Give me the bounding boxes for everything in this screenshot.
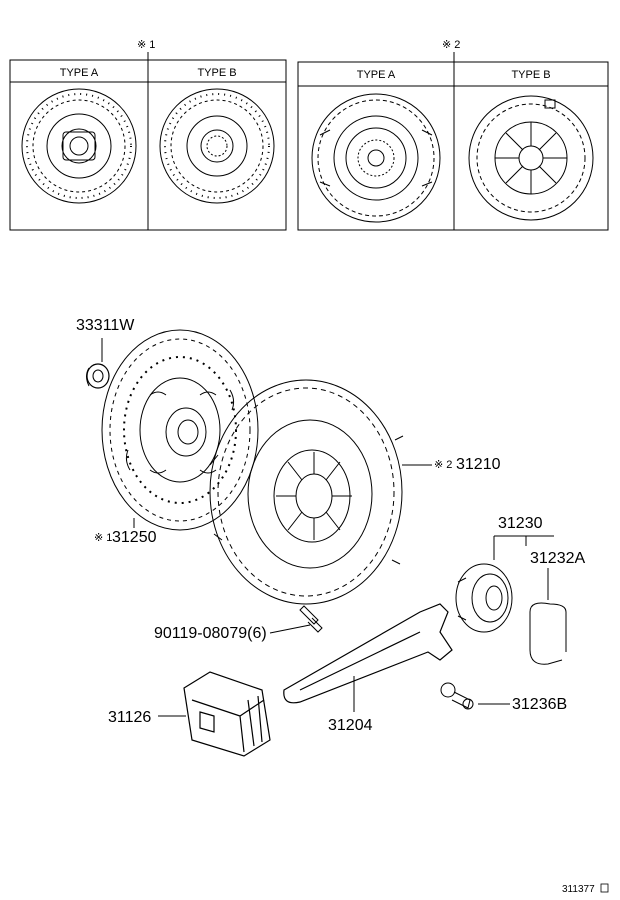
release-fork-drawing bbox=[283, 603, 453, 704]
clip-drawing bbox=[529, 602, 567, 665]
disc-type-a-drawing bbox=[21, 88, 137, 204]
part-31210-label: 31210 bbox=[456, 456, 501, 473]
part-31250-label: 31250 bbox=[112, 529, 157, 546]
part-90119-08079-label: 90119-08079(6) bbox=[154, 625, 267, 642]
part-31126-label: 31126 bbox=[108, 709, 151, 726]
part-31210-note: ※ 2 bbox=[434, 459, 452, 471]
bolt-drawing bbox=[299, 605, 323, 633]
panel-2-type-a-label: TYPE A bbox=[357, 69, 396, 81]
clutch-disc-drawing bbox=[101, 329, 259, 531]
panel-2-frame bbox=[297, 61, 609, 231]
figure-id-box bbox=[600, 883, 609, 893]
panel-2-type-b-label: TYPE B bbox=[511, 69, 550, 81]
cover-type-b-drawing bbox=[468, 95, 594, 221]
figure-id: 311377 bbox=[562, 884, 595, 895]
part-31232a-label: 31232A bbox=[530, 550, 585, 567]
pilot-bearing: 33311W bbox=[76, 317, 135, 389]
panel-2: ※ 2 TYPE A TYPE B bbox=[297, 39, 609, 231]
part-31250-note: ※ 1 bbox=[94, 532, 112, 544]
pivot-drawing bbox=[440, 682, 474, 710]
part-31204-label: 31204 bbox=[328, 717, 373, 734]
boot-drawing bbox=[183, 671, 271, 757]
note-2-callout: ※ 2 bbox=[442, 39, 460, 51]
panel-1: ※ 1 TYPE A TYPE B bbox=[9, 39, 287, 231]
panel-1-type-a-label: TYPE A bbox=[60, 67, 99, 79]
clutch-cover-drawing bbox=[209, 379, 404, 605]
part-33311w-label: 33311W bbox=[76, 317, 135, 334]
note-1-callout: ※ 1 bbox=[137, 39, 155, 51]
panel-1-type-b-label: TYPE B bbox=[197, 67, 236, 79]
release-bearing-drawing bbox=[455, 563, 513, 633]
cover-type-a-drawing bbox=[311, 93, 441, 223]
part-31230-label: 31230 bbox=[498, 515, 543, 532]
part-31236b-label: 31236B bbox=[512, 696, 567, 713]
disc-type-b-drawing bbox=[159, 88, 275, 204]
